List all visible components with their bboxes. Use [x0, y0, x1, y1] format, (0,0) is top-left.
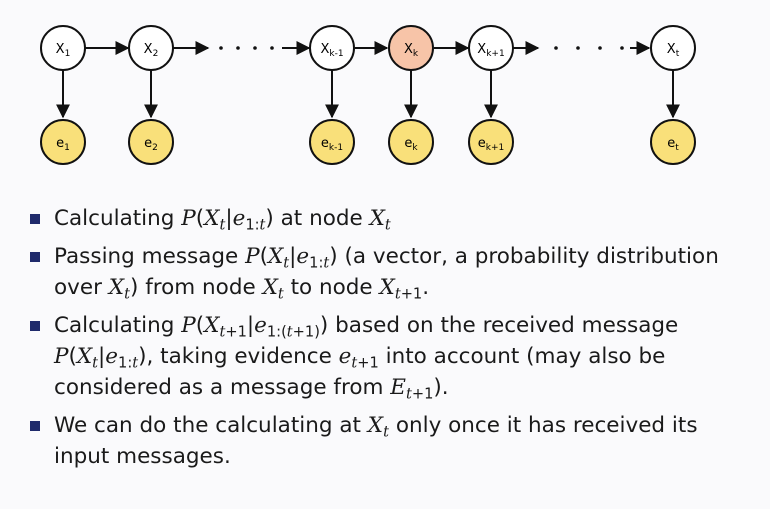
bullet-item-3: Calculating P(Xt+1|e1:(t+1)) based on th… — [30, 310, 750, 403]
bullet-square-icon — [30, 214, 40, 224]
evidence-node-2: e2 — [128, 119, 174, 165]
state-node-2: X2 — [128, 25, 174, 71]
ellipsis-left — [219, 46, 274, 50]
state-node-k-1-label: Xk-1 — [320, 42, 343, 59]
evidence-node-k-circle — [388, 119, 434, 165]
state-node-k-1: Xk-1 — [309, 25, 355, 71]
bullet-square-icon — [30, 321, 40, 331]
bullet-list: Calculating P(Xt|e1:t) at node Xt Passin… — [30, 203, 750, 479]
evidence-node-k+1-circle — [468, 119, 514, 165]
state-node-1-label: X1 — [56, 42, 71, 59]
evidence-node-k-1-circle — [309, 119, 355, 165]
state-node-k-label: Xk — [404, 42, 419, 59]
evidence-node-t-label: et — [667, 136, 679, 153]
evidence-node-k-1: ek-1 — [309, 119, 355, 165]
state-node-k: Xk — [388, 25, 434, 71]
state-node-t-label: Xt — [667, 42, 680, 59]
evidence-node-1-circle — [40, 119, 86, 165]
state-node-2-label: X2 — [144, 42, 159, 59]
state-node-1-circle — [40, 25, 86, 71]
evidence-node-t: et — [650, 119, 696, 165]
evidence-node-1: e1 — [40, 119, 86, 165]
bullet-item-1: Calculating P(Xt|e1:t) at node Xt — [30, 203, 750, 234]
evidence-node-k: ek — [388, 119, 434, 165]
state-node-1: X1 — [40, 25, 86, 71]
state-node-k-circle — [388, 25, 434, 71]
hmm-chain-diagram: X1 X2 Xk-1 Xk Xk+1 Xt e1 e2 ek-1 ek ek+1 et — [40, 25, 696, 165]
bullet-item-2: Passing message P(Xt|e1:t) (a vector, a … — [30, 241, 750, 303]
evidence-node-2-label: e2 — [144, 136, 158, 153]
state-node-t: Xt — [650, 25, 696, 71]
state-node-k-1-circle — [309, 25, 355, 71]
evidence-node-k+1: ek+1 — [468, 119, 514, 165]
state-node-t-circle — [650, 25, 696, 71]
evidence-node-k-1-label: ek-1 — [321, 136, 343, 153]
state-node-k+1-label: Xk+1 — [477, 42, 504, 59]
evidence-node-2-circle — [128, 119, 174, 165]
bullet-item-4: We can do the calculating at Xt only onc… — [30, 410, 750, 472]
state-node-k+1: Xk+1 — [468, 25, 514, 71]
evidence-node-k-label: ek — [404, 136, 418, 153]
ellipsis-right — [554, 46, 624, 50]
evidence-node-k+1-label: ek+1 — [478, 136, 504, 153]
bullet-square-icon — [30, 421, 40, 431]
state-node-k+1-circle — [468, 25, 514, 71]
bullet-square-icon — [30, 252, 40, 262]
state-node-2-circle — [128, 25, 174, 71]
evidence-node-1-label: e1 — [56, 136, 70, 153]
evidence-node-t-circle — [650, 119, 696, 165]
